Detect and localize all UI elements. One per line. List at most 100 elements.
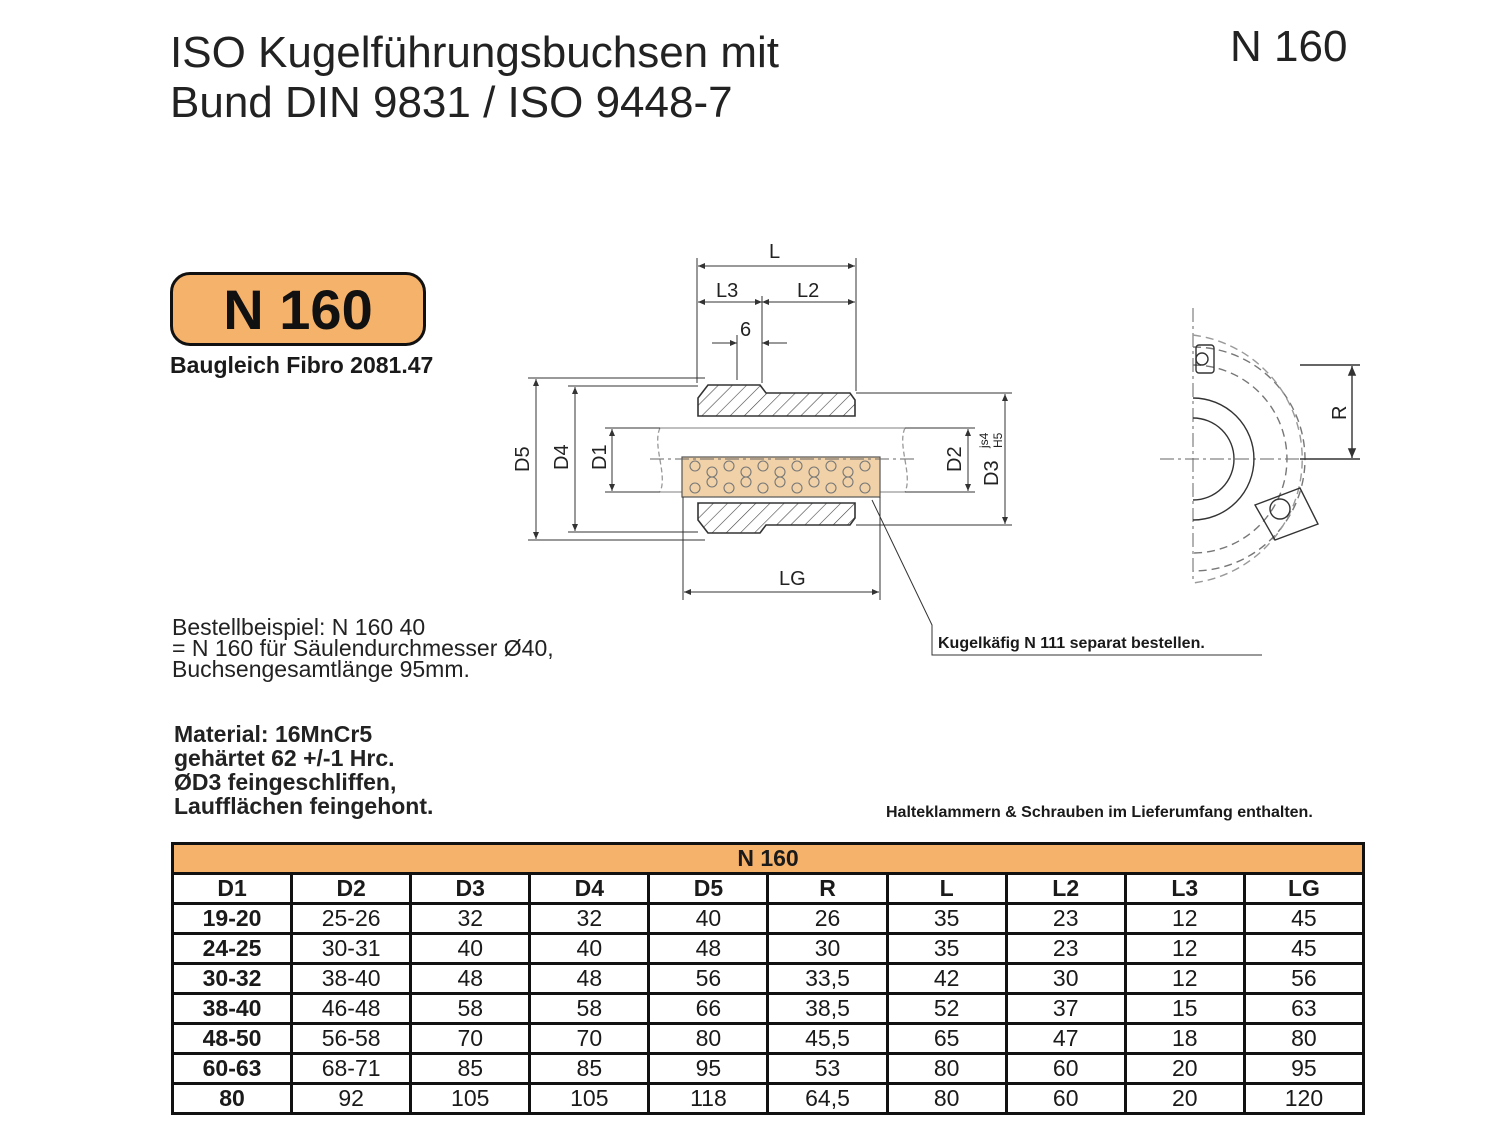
- dim-label-D3: D3: [981, 460, 1003, 486]
- table-cell-d4: 85: [528, 1052, 651, 1085]
- table-cell-r: 53: [766, 1052, 889, 1085]
- dim-label-L2: L2: [797, 280, 819, 302]
- table-cell-lg: 45: [1242, 932, 1366, 965]
- table-cell-d2: 25-26: [290, 902, 413, 935]
- column-header-d3: D3: [409, 872, 532, 905]
- tolerance-H5: H5: [991, 432, 1005, 448]
- dim-label-6: 6: [740, 319, 751, 341]
- table-cell-l2: 60: [1004, 1082, 1127, 1115]
- table-cell-d3: 48: [409, 962, 532, 995]
- table-cell-l3: 20: [1123, 1052, 1246, 1085]
- table-cell-r: 30: [766, 932, 889, 965]
- table-cell-l: 65: [885, 1022, 1008, 1055]
- table-cell-d4: 105: [528, 1082, 651, 1115]
- table-cell-d4: 40: [528, 932, 651, 965]
- table-cell-r: 45,5: [766, 1022, 889, 1055]
- cage-note: Kugelkäfig N 111 separat bestellen.: [938, 635, 1205, 652]
- table-cell-l3: 12: [1123, 902, 1246, 935]
- product-code: N 160: [1230, 22, 1348, 71]
- table-cell-d1: 48-50: [170, 1022, 294, 1055]
- table-cell-d2: 46-48: [290, 992, 413, 1025]
- material-line-4: Laufflächen feingehont.: [174, 793, 434, 819]
- column-header-l2: L2: [1004, 872, 1127, 905]
- column-header-lg: LG: [1242, 872, 1366, 905]
- column-header-d1: D1: [170, 872, 294, 905]
- column-header-r: R: [766, 872, 889, 905]
- page-title: ISO Kugelführungsbuchsen mit Bund DIN 98…: [170, 28, 779, 128]
- clamp-note: Halteklammern & Schrauben im Lieferumfan…: [886, 804, 1313, 821]
- dim-label-L3: L3: [716, 280, 738, 302]
- table-cell-lg: 80: [1242, 1022, 1366, 1055]
- table-cell-l3: 15: [1123, 992, 1246, 1025]
- table-cell-l2: 23: [1004, 932, 1127, 965]
- equivalent-note: Baugleich Fibro 2081.47: [170, 352, 434, 378]
- dim-label-D5: D5: [512, 446, 534, 472]
- table-cell-lg: 95: [1242, 1052, 1366, 1085]
- table-cell-d3: 105: [409, 1082, 532, 1115]
- table-cell-l: 80: [885, 1082, 1008, 1115]
- table-cell-l: 35: [885, 902, 1008, 935]
- table-cell-d4: 58: [528, 992, 651, 1025]
- table-cell-lg: 63: [1242, 992, 1366, 1025]
- dim-label-LG: LG: [779, 568, 806, 590]
- column-header-l: L: [885, 872, 1008, 905]
- side-view: [1160, 308, 1360, 584]
- table-cell-d1: 60-63: [170, 1052, 294, 1085]
- dim-label-R: R: [1329, 406, 1351, 420]
- dim-label-D1: D1: [589, 444, 611, 470]
- table-cell-d3: 58: [409, 992, 532, 1025]
- table-cell-d3: 32: [409, 902, 532, 935]
- table-cell-lg: 45: [1242, 902, 1366, 935]
- table-cell-l2: 37: [1004, 992, 1127, 1025]
- dim-label-L: L: [769, 241, 780, 263]
- order-example: Bestellbeispiel: N 160 40 = N 160 für Sä…: [172, 614, 554, 681]
- table-cell-l3: 18: [1123, 1022, 1246, 1055]
- table-cell-d1: 80: [170, 1082, 294, 1115]
- ball-cage: [681, 456, 881, 498]
- table-cell-d2: 92: [290, 1082, 413, 1115]
- title-line-1: ISO Kugelführungsbuchsen mit: [170, 28, 780, 77]
- table-cell-d2: 68-71: [290, 1052, 413, 1085]
- dim-label-D2: D2: [944, 446, 966, 472]
- tolerance-js4: js4: [977, 432, 991, 449]
- material-line-3: ØD3 feingeschliffen,: [174, 769, 397, 795]
- dim-label-D4: D4: [551, 444, 573, 470]
- column-header-d2: D2: [290, 872, 413, 905]
- table-cell-d5: 66: [647, 992, 770, 1025]
- table-cell-l: 42: [885, 962, 1008, 995]
- table-cell-d4: 48: [528, 962, 651, 995]
- table-cell-d5: 56: [647, 962, 770, 995]
- table-cell-d1: 38-40: [170, 992, 294, 1025]
- table-cell-d1: 24-25: [170, 932, 294, 965]
- table-cell-d4: 70: [528, 1022, 651, 1055]
- table-cell-d5: 80: [647, 1022, 770, 1055]
- table-cell-d2: 56-58: [290, 1022, 413, 1055]
- table-cell-r: 26: [766, 902, 889, 935]
- bushing-upper-section: [697, 384, 856, 417]
- table-cell-r: 64,5: [766, 1082, 889, 1115]
- table-cell-lg: 56: [1242, 962, 1366, 995]
- table-cell-d1: 30-32: [170, 962, 294, 995]
- column-header-d4: D4: [528, 872, 651, 905]
- table-cell-l2: 23: [1004, 902, 1127, 935]
- table-cell-d5: 40: [647, 902, 770, 935]
- table-cell-d3: 40: [409, 932, 532, 965]
- table-cell-r: 38,5: [766, 992, 889, 1025]
- table-cell-l: 80: [885, 1052, 1008, 1085]
- table-cell-d5: 48: [647, 932, 770, 965]
- bushing-lower-section: [697, 502, 856, 534]
- order-line-1: Bestellbeispiel: N 160 40: [172, 614, 426, 640]
- table-cell-d5: 118: [647, 1082, 770, 1115]
- column-header-d5: D5: [647, 872, 770, 905]
- title-line-2: Bund DIN 9831 / ISO 9448-7: [170, 78, 733, 127]
- material-info: Material: 16MnCr5 gehärtet 62 +/-1 Hrc. …: [174, 722, 433, 818]
- table-cell-l3: 20: [1123, 1082, 1246, 1115]
